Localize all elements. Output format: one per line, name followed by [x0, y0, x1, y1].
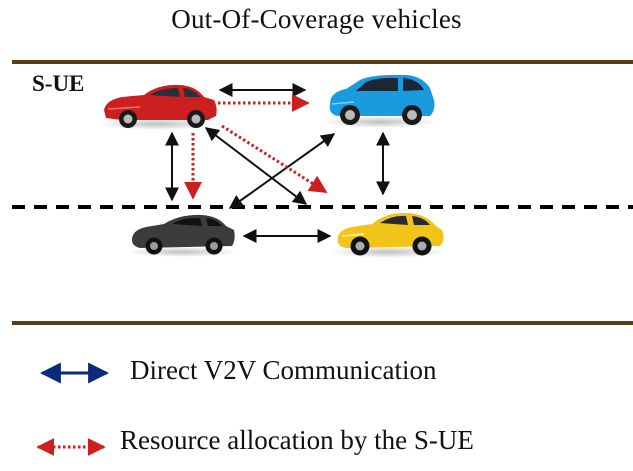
legend-v2v-label: Direct V2V Communication — [130, 355, 437, 385]
sue-label: S-UE — [32, 71, 85, 96]
dark-coupe — [126, 214, 238, 257]
v2v-link-red-yellow — [204, 127, 308, 205]
yellow-sports-car — [330, 212, 446, 258]
red-sedan-sue — [98, 84, 218, 130]
diagram-title: Out-Of-Coverage vehicles — [171, 4, 462, 34]
allocation-red-to-yellow — [221, 124, 328, 194]
blue-suv — [322, 74, 438, 128]
legend-allocation-label: Resource allocation by the S-UE — [120, 425, 474, 455]
v2v-link-blue-dark — [228, 133, 336, 209]
